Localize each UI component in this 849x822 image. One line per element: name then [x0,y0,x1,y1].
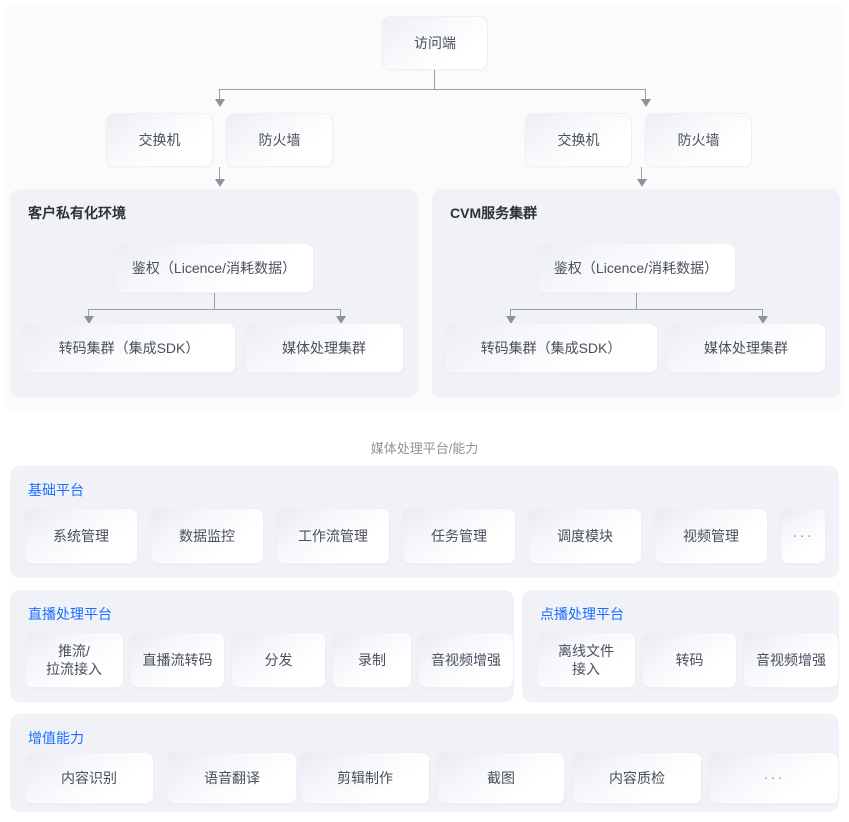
arrow-left-group [215,179,225,187]
section-title-live-platform: 直播处理平台 [28,606,112,622]
connector-auth-right-bus [510,309,762,310]
chip-video-management[interactable]: 视频管理 [654,508,768,564]
arrow-right-transcode [506,316,516,324]
chip-editing-production[interactable]: 剪辑制作 [300,752,430,804]
platform-caption: 媒体处理平台/能力 [370,441,479,456]
section-base-platform: 基础平台 系统管理 数据监控 工作流管理 任务管理 调度模块 视频管理 ··· [10,466,839,578]
chip-screenshot[interactable]: 截图 [437,752,565,804]
connector-left-group-drop [219,167,220,181]
arrow-right-group [637,179,647,187]
node-left-firewall[interactable]: 防火墙 [226,113,333,167]
chip-content-quality-check[interactable]: 内容质检 [572,752,702,804]
node-left-switch[interactable]: 交换机 [106,113,213,167]
chip-push-pull-ingest[interactable]: 推流/ 拉流接入 [24,632,124,688]
arrow-left-media [336,316,346,324]
connector-bus-left-drop [219,89,220,101]
chip-content-recognition[interactable]: 内容识别 [24,752,154,804]
arrow-right-media [758,316,768,324]
topology-panel: 访问端 交换机 防火墙 交换机 防火墙 客户私有化环境 鉴权（Licence/消… [4,4,845,410]
chip-recording[interactable]: 录制 [332,632,412,688]
chip-vod-av-enhance[interactable]: 音视频增强 [743,632,839,688]
node-right-switch[interactable]: 交换机 [525,113,632,167]
connector-auth-right-drop-b [762,309,763,318]
node-left-transcode-cluster[interactable]: 转码集群（集成SDK） [22,323,236,373]
group-title-private-env: 客户私有化环境 [28,205,126,221]
section-title-vod-platform: 点播处理平台 [540,606,624,622]
connector-auth-left-bus [88,309,340,310]
node-right-media-cluster[interactable]: 媒体处理集群 [666,323,826,373]
section-live-platform: 直播处理平台 推流/ 拉流接入 直播流转码 分发 录制 音视频增强 [10,590,514,702]
connector-client-trunk [434,70,435,89]
chip-vod-transcode[interactable]: 转码 [642,632,737,688]
connector-auth-left-drop-a [88,309,89,318]
node-auth-left[interactable]: 鉴权（Licence/消耗数据） [114,243,314,293]
chip-distribution[interactable]: 分发 [231,632,326,688]
node-right-transcode-cluster[interactable]: 转码集群（集成SDK） [444,323,658,373]
connector-bus-right-drop [645,89,646,101]
section-vod-platform: 点播处理平台 离线文件 接入 转码 音视频增强 [522,590,839,702]
section-value-added: 增值能力 内容识别 语音翻译 剪辑制作 截图 内容质检 ··· [10,714,839,812]
arrow-left-branch [215,99,225,107]
connector-auth-right-drop-a [510,309,511,318]
chip-workflow-management[interactable]: 工作流管理 [276,508,390,564]
connector-auth-left-drop-b [340,309,341,318]
arrow-right-branch [641,99,651,107]
section-title-value-added: 增值能力 [28,730,84,746]
chip-base-platform-more[interactable]: ··· [780,508,826,564]
node-left-media-cluster[interactable]: 媒体处理集群 [244,323,404,373]
node-right-firewall[interactable]: 防火墙 [645,113,752,167]
arrow-left-transcode [84,316,94,324]
connector-auth-left-trunk [214,293,215,310]
chip-scheduling-module[interactable]: 调度模块 [528,508,642,564]
node-access-client[interactable]: 访问端 [382,16,488,70]
chip-system-management[interactable]: 系统管理 [24,508,138,564]
chip-offline-file-ingest[interactable]: 离线文件 接入 [536,632,636,688]
chip-live-stream-transcode[interactable]: 直播流转码 [130,632,225,688]
chip-task-management[interactable]: 任务管理 [402,508,516,564]
chip-live-av-enhance[interactable]: 音视频增强 [418,632,514,688]
connector-right-group-drop [641,167,642,181]
chip-data-monitoring[interactable]: 数据监控 [150,508,264,564]
connector-bus [219,89,646,90]
section-title-base-platform: 基础平台 [28,482,84,498]
node-auth-right[interactable]: 鉴权（Licence/消耗数据） [536,243,736,293]
chip-speech-translation[interactable]: 语音翻译 [167,752,297,804]
chip-value-added-more[interactable]: ··· [709,752,839,804]
connector-auth-right-trunk [636,293,637,310]
group-title-cvm-cluster: CVM服务集群 [450,205,538,221]
